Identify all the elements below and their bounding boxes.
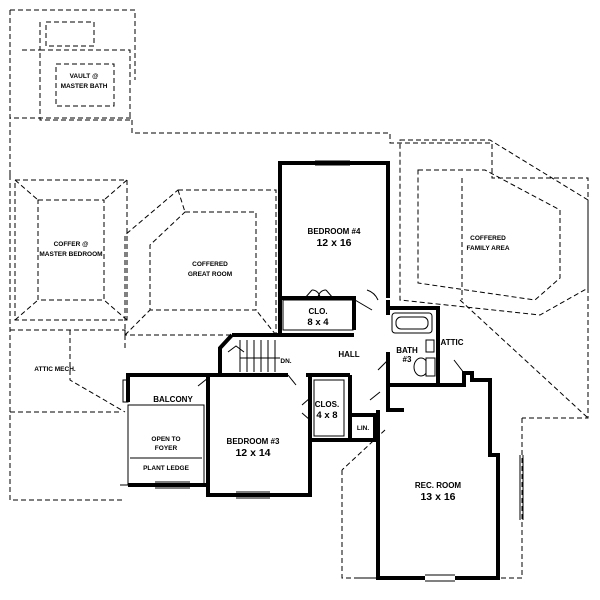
coffer-master-label: COFFER @ MASTER BEDROOM xyxy=(39,241,102,258)
svg-text:FAMILY AREA: FAMILY AREA xyxy=(466,245,509,252)
svg-text:#3: #3 xyxy=(403,355,412,364)
svg-text:REC. ROOM: REC. ROOM xyxy=(415,481,462,490)
coffered-family-area-outline xyxy=(399,139,589,316)
rec-room-label: REC. ROOM 13 x 16 xyxy=(415,481,462,503)
bath-3-label: BATH #3 xyxy=(396,346,418,364)
open-to-foyer-label: OPEN TO FOYER xyxy=(151,436,180,452)
svg-text:FOYER: FOYER xyxy=(155,445,178,452)
hall-walls xyxy=(218,289,390,385)
svg-text:BEDROOM #3: BEDROOM #3 xyxy=(227,437,280,446)
attic-label: ATTIC xyxy=(441,338,464,347)
balcony-open-foyer xyxy=(120,373,208,489)
svg-text:OPEN TO: OPEN TO xyxy=(151,436,180,443)
coffered-great-room-label: COFFERED GREAT ROOM xyxy=(188,261,232,278)
closet-4x8-label: CLOS. 4 x 8 xyxy=(315,400,339,421)
bedroom-3-walls xyxy=(197,373,312,499)
coffer-master-bedroom-outline xyxy=(14,179,128,321)
svg-text:MASTER BEDROOM: MASTER BEDROOM xyxy=(39,251,102,258)
stairs xyxy=(227,340,280,372)
rec-room-walls xyxy=(355,385,478,582)
closet-8x4-label: CLO. 8 x 4 xyxy=(307,307,329,328)
hall-label: HALL xyxy=(338,350,359,359)
roof-outline xyxy=(9,9,589,579)
svg-text:MASTER BATH: MASTER BATH xyxy=(61,83,108,90)
bedroom-3-label: BEDROOM #3 12 x 14 xyxy=(227,437,280,459)
bath-3 xyxy=(377,306,440,387)
svg-text:4 x 8: 4 x 8 xyxy=(316,410,337,421)
svg-text:12 x 14: 12 x 14 xyxy=(235,447,270,459)
vault-label: VAULT @ MASTER BATH xyxy=(61,73,108,90)
svg-text:13 x 16: 13 x 16 xyxy=(420,491,455,503)
svg-text:VAULT @: VAULT @ xyxy=(70,73,99,80)
closet-4x8-and-linen xyxy=(301,375,381,442)
vault-master-bath-outline xyxy=(22,21,131,121)
svg-text:BEDROOM #4: BEDROOM #4 xyxy=(308,227,361,236)
svg-text:BATH: BATH xyxy=(396,346,418,355)
plant-ledge-label: PLANT LEDGE xyxy=(143,465,190,472)
svg-text:COFFER @: COFFER @ xyxy=(54,241,89,248)
stairs-down-label: DN. xyxy=(280,358,291,365)
coffered-family-label: COFFERED FAMILY AREA xyxy=(466,235,509,252)
svg-text:CLO.: CLO. xyxy=(308,307,327,316)
bedroom-4-walls xyxy=(278,160,390,335)
svg-text:COFFERED: COFFERED xyxy=(470,235,506,242)
closet-8x4 xyxy=(280,289,356,331)
linen-label: LIN. xyxy=(357,425,369,432)
attic-walls xyxy=(438,359,524,580)
balcony-label: BALCONY xyxy=(153,395,193,404)
attic-mech-label: ATTIC MECH. xyxy=(34,366,76,373)
bedroom-4-label: BEDROOM #4 12 x 16 xyxy=(308,227,361,249)
svg-text:CLOS.: CLOS. xyxy=(315,400,339,409)
svg-text:8 x 4: 8 x 4 xyxy=(307,317,329,328)
svg-text:GREAT ROOM: GREAT ROOM xyxy=(188,271,232,278)
coffered-great-room-outline xyxy=(124,189,277,336)
svg-text:12 x 16: 12 x 16 xyxy=(316,237,351,249)
svg-text:COFFERED: COFFERED xyxy=(192,261,228,268)
